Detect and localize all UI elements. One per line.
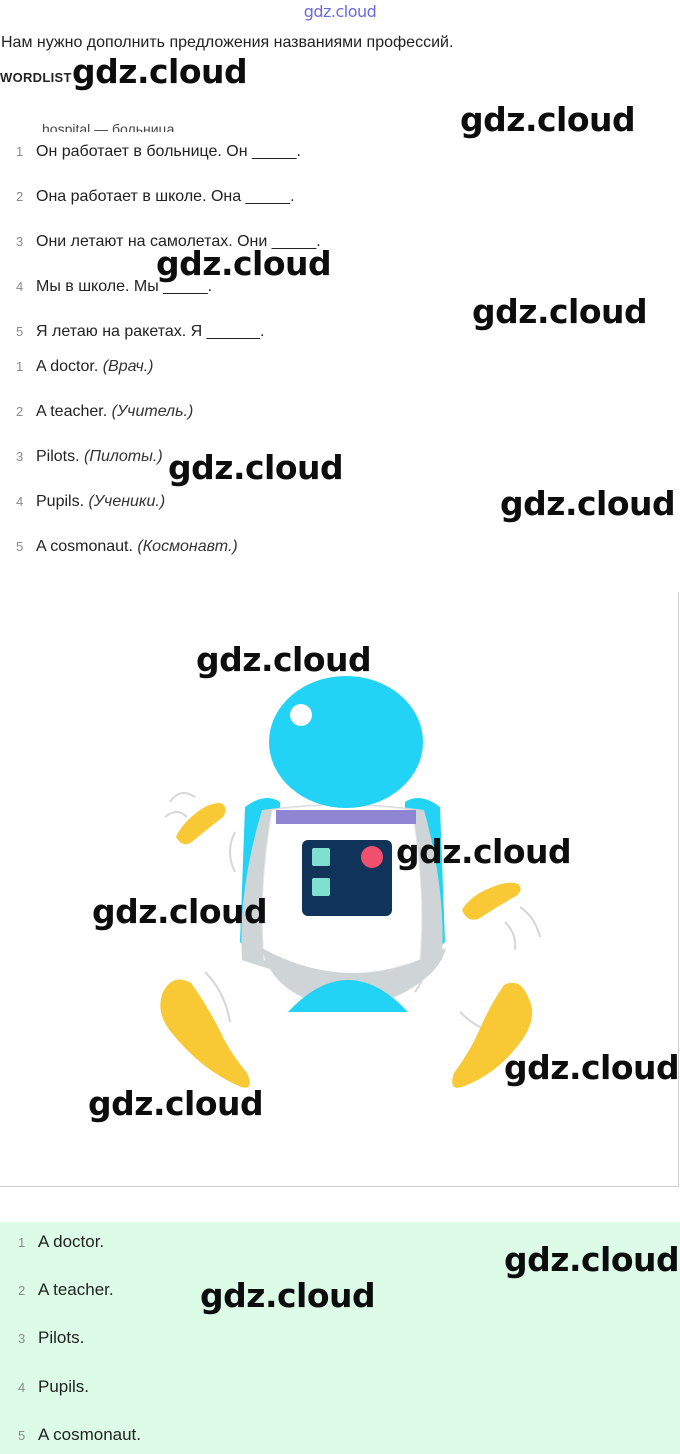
robot-thruster — [288, 980, 408, 1012]
wordlist-label: WORDLIST — [0, 70, 72, 85]
robot-belt — [276, 810, 416, 824]
robot-eye-icon — [290, 704, 312, 726]
answer-row: 1 A doctor. — [18, 1232, 104, 1252]
translation-ru: (Космонавт.) — [137, 538, 238, 555]
translation-row: 3 Pilots. (Пилоты.) — [16, 448, 163, 466]
sentence-row: 4 Мы в школе. Мы _____. — [16, 278, 212, 296]
watermark: gdz.cloud — [504, 1240, 680, 1279]
wordlist-partial-row: hospital — больница — [42, 118, 174, 132]
sentence-row: 3 Они летают на самолетах. Они _____. — [16, 233, 321, 251]
translation-en: A teacher. — [36, 403, 108, 420]
answer-row: 3 Pilots. — [18, 1328, 84, 1348]
answer-text: A doctor. — [38, 1232, 105, 1251]
answer-row: 4 Pupils. — [18, 1377, 89, 1397]
task-intro: Нам нужно дополнить предложения названия… — [1, 34, 454, 51]
answer-number: 2 — [18, 1283, 26, 1298]
sentence-number: 2 — [16, 189, 24, 204]
illustration-frame — [0, 592, 679, 1187]
translation-number: 2 — [16, 404, 24, 419]
translation-row: 4 Pupils. (Ученики.) — [16, 493, 165, 511]
watermark: gdz.cloud — [156, 244, 332, 283]
translation-number: 3 — [16, 449, 24, 464]
watermark: gdz.cloud — [504, 1048, 680, 1087]
answer-row: 2 A teacher. — [18, 1280, 114, 1300]
translation-ru: (Ученики.) — [88, 493, 166, 510]
sentence-number: 5 — [16, 324, 24, 339]
answer-text: Pilots. — [38, 1328, 85, 1347]
sentence-text: Он работает в больнице. Он _____. — [36, 143, 301, 160]
translation-en: A doctor. — [36, 358, 99, 375]
sentence-row: 2 Она работает в школе. Она _____. — [16, 188, 295, 206]
robot-head — [269, 676, 423, 808]
answers-box: 1 A doctor. 2 A teacher. 3 Pilots. 4 Pupils.… — [0, 1222, 680, 1454]
translation-number: 1 — [16, 359, 24, 374]
sentence-number: 3 — [16, 234, 24, 249]
answer-number: 4 — [18, 1380, 26, 1395]
panel-button-icon — [312, 848, 330, 866]
sentence-row: 1 Он работает в больнице. Он _____. — [16, 143, 301, 161]
translation-row: 1 A doctor. (Врач.) — [16, 358, 154, 376]
translation-number: 4 — [16, 494, 24, 509]
translation-en: Pupils. — [36, 493, 85, 510]
translation-en: A cosmonaut. — [36, 538, 133, 555]
sentence-number: 4 — [16, 279, 24, 294]
sentence-text: Они летают на самолетах. Они _____. — [36, 233, 321, 250]
watermark: gdz.cloud — [168, 448, 344, 487]
sentence-row: 5 Я летаю на ракетах. Я ______. — [16, 323, 265, 341]
watermark: gdz.cloud — [88, 1084, 264, 1123]
answer-number: 3 — [18, 1331, 26, 1346]
watermark: gdz.cloud — [472, 292, 648, 331]
watermark: gdz.cloud — [72, 52, 248, 91]
sentence-number: 1 — [16, 144, 24, 159]
answer-number: 1 — [18, 1235, 26, 1250]
translation-en: Pilots. — [36, 448, 80, 465]
thruster-flames — [160, 803, 533, 1088]
translation-ru: (Врач.) — [102, 358, 154, 375]
watermark: gdz.cloud — [200, 1276, 376, 1315]
translation-row: 2 A teacher. (Учитель.) — [16, 403, 193, 421]
answer-row: 5 A cosmonaut. — [18, 1425, 141, 1445]
answer-text: A cosmonaut. — [38, 1425, 142, 1444]
watermark-top: gdz.cloud — [303, 2, 377, 21]
translation-row: 5 A cosmonaut. (Космонавт.) — [16, 538, 238, 556]
panel-button-icon — [312, 878, 330, 896]
watermark: gdz.cloud — [396, 832, 572, 871]
answer-number: 5 — [18, 1428, 26, 1443]
watermark: gdz.cloud — [500, 484, 676, 523]
watermark: gdz.cloud — [460, 100, 636, 139]
cosmonaut-robot-illustration — [160, 676, 541, 1088]
sentence-text: Я летаю на ракетах. Я ______. — [36, 323, 265, 340]
sentence-text: Она работает в школе. Она _____. — [36, 188, 295, 205]
wordlist-partial-text: hospital — больница — [42, 121, 175, 132]
panel-light-icon — [361, 846, 383, 868]
watermark: gdz.cloud — [196, 640, 372, 679]
watermark: gdz.cloud — [92, 892, 268, 931]
translation-ru: (Пилоты.) — [84, 448, 163, 465]
translation-number: 5 — [16, 539, 24, 554]
translation-ru: (Учитель.) — [111, 403, 194, 420]
answer-text: Pupils. — [38, 1377, 90, 1396]
answer-text: A teacher. — [38, 1280, 114, 1299]
sentence-text: Мы в школе. Мы _____. — [36, 278, 213, 295]
